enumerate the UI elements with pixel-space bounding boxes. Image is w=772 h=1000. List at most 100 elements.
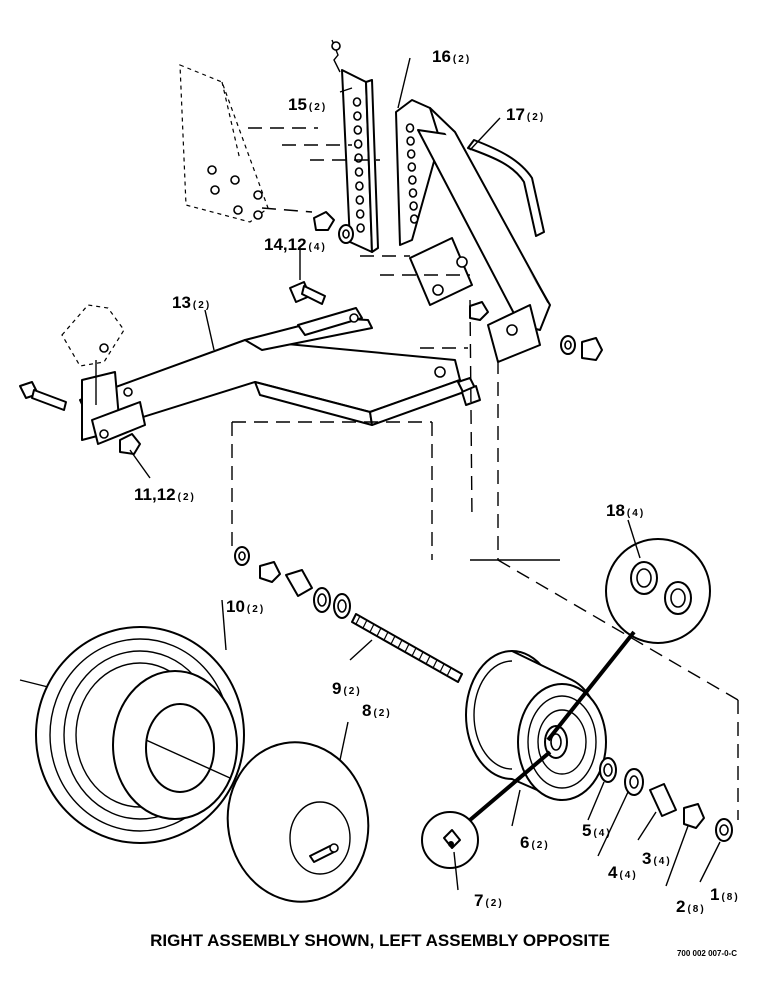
arm-hardware <box>313 211 603 361</box>
part-number: 13 <box>172 293 191 312</box>
part-quantity: (2) <box>531 840 549 851</box>
arm-hole <box>409 214 419 224</box>
part-number: 8 <box>362 701 371 720</box>
bolt-14 <box>289 281 326 305</box>
part-quantity: (2) <box>453 54 471 65</box>
part-number: 5 <box>582 821 591 840</box>
part-number: 3 <box>642 849 651 868</box>
arm-hole <box>408 188 418 198</box>
main-frame <box>79 307 465 445</box>
part-label-11-12: 11,12(2) <box>134 485 196 504</box>
adjustment-plate <box>341 69 379 253</box>
part-label-15: 15(2) <box>288 95 327 114</box>
thread-line <box>383 631 389 641</box>
part-label-1: 1(8) <box>710 885 740 904</box>
adjustment-hole <box>355 195 365 205</box>
wheel-rim <box>465 650 607 801</box>
part-label-7: 7(2) <box>474 891 504 910</box>
part-number: 15 <box>288 95 307 114</box>
part-number: 7 <box>474 891 483 910</box>
part-quantity: (2) <box>485 898 503 909</box>
bolt-frame <box>457 377 481 406</box>
detail-callout-cups <box>546 538 711 742</box>
part-quantity: (2) <box>247 604 265 615</box>
part-label-14-12: 14,12(4) <box>264 235 327 254</box>
adjustment-hole <box>353 139 363 149</box>
part-quantity: (4) <box>309 242 327 253</box>
part-number: 11,12 <box>134 485 176 504</box>
part-label-18: 18(4) <box>606 501 645 520</box>
diagram-caption: RIGHT ASSEMBLY SHOWN, LEFT ASSEMBLY OPPO… <box>150 931 610 950</box>
part-quantity: (4) <box>653 856 671 867</box>
part-quantity: (2) <box>178 492 196 503</box>
tension-arm <box>395 99 551 331</box>
thread-line <box>439 663 445 673</box>
thread-line <box>418 651 424 661</box>
alignment-lines <box>19 127 739 820</box>
thread-line <box>432 659 438 669</box>
axle-hardware <box>234 546 351 619</box>
mounting-bracket-outline <box>179 64 269 223</box>
pivot-bracket <box>409 237 541 363</box>
thread-line <box>362 619 368 629</box>
adjustment-hole <box>354 167 364 177</box>
part-label-13: 13(2) <box>172 293 211 312</box>
adjustment-hole <box>356 223 365 233</box>
part-number: 1 <box>710 885 719 904</box>
thread-line <box>369 623 375 633</box>
clip-pin <box>331 39 341 73</box>
adjustment-hole <box>354 153 363 163</box>
part-quantity: (4) <box>627 508 645 519</box>
part-label-6: 6(2) <box>520 833 550 852</box>
part-label-8: 8(2) <box>362 701 392 720</box>
tire <box>35 626 245 844</box>
bolt-11 <box>19 381 141 455</box>
part-quantity: (4) <box>593 828 611 839</box>
part-quantity: (2) <box>193 300 211 311</box>
hitch-outline <box>61 304 125 405</box>
detail-callout-fitting <box>421 750 552 869</box>
adjustment-hole <box>355 209 365 219</box>
hub-hardware <box>599 757 733 842</box>
arm-hole <box>409 201 418 211</box>
thread-line <box>390 635 396 645</box>
part-quantity: (2) <box>527 112 545 123</box>
part-quantity: (4) <box>619 870 637 881</box>
axle-spindle <box>351 613 463 683</box>
reference-number: 700 002 007-0-C <box>677 949 737 958</box>
arm-hole <box>408 175 417 185</box>
thread-line <box>376 627 382 637</box>
inner-tube <box>226 741 370 903</box>
part-label-3: 3(4) <box>642 849 672 868</box>
part-number: 17 <box>506 105 525 124</box>
adjustment-hole <box>352 97 362 107</box>
arm-hole <box>406 149 416 159</box>
part-label-17: 17(2) <box>506 105 545 124</box>
thread-line <box>404 643 410 653</box>
arm-hole <box>406 136 415 146</box>
part-quantity: (2) <box>309 102 327 113</box>
arm-hole <box>405 123 415 133</box>
part-number: 6 <box>520 833 529 852</box>
part-label-5: 5(4) <box>582 821 612 840</box>
part-quantity: (8) <box>687 904 705 915</box>
part-number: 14,12 <box>264 235 307 254</box>
part-label-10: 10(2) <box>226 597 265 616</box>
part-quantity: (8) <box>721 892 739 903</box>
handle-bar <box>467 139 545 237</box>
leader-lines <box>129 57 721 891</box>
thread-line <box>425 655 431 665</box>
thread-line <box>411 647 417 657</box>
thread-line <box>446 667 452 677</box>
arm-hole <box>407 162 417 172</box>
part-label-9: 9(2) <box>332 679 362 698</box>
part-label-16: 16(2) <box>432 47 471 66</box>
adjustment-hole <box>355 181 364 191</box>
thread-line <box>355 615 361 625</box>
part-number: 2 <box>676 897 685 916</box>
part-number: 9 <box>332 679 341 698</box>
part-quantity: (2) <box>343 686 361 697</box>
part-number: 18 <box>606 501 625 520</box>
thread-line <box>397 639 403 649</box>
